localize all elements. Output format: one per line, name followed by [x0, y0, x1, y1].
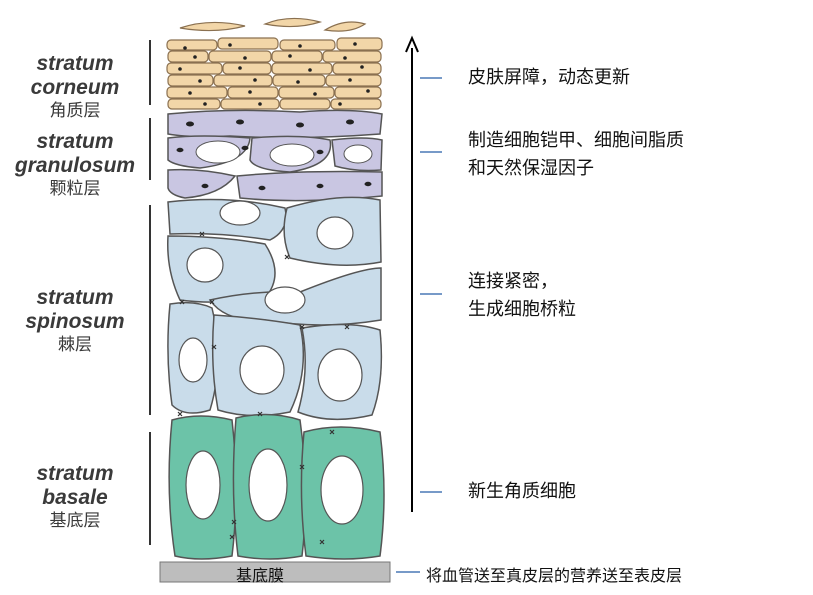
desc-granulosum-line1: 制造细胞铠甲、细胞间脂质	[468, 130, 684, 151]
basement-membrane	[159, 561, 391, 583]
desc-spinosum-line2: 生成细胞桥粒	[468, 299, 576, 320]
corneum-cells	[166, 17, 383, 110]
basement-membrane-desc: 将血管送至真皮层的营养送至表皮层	[426, 566, 683, 585]
spinosum-nuclei	[178, 200, 363, 402]
desc-granulosum: 制造细胞铠甲、细胞间脂质 和天然保湿因子	[468, 127, 684, 183]
label-corneum: stratum corneum 角质层	[0, 52, 150, 122]
connector-lines	[396, 77, 442, 573]
basement-membrane-label: 基底膜	[236, 566, 285, 585]
label-spinosum: stratum spinosum 棘层	[0, 286, 150, 356]
desc-basale: 新生角质细胞	[468, 478, 576, 506]
label-basale-latin2: basale	[42, 486, 108, 509]
desc-basale-line1: 新生角质细胞	[468, 481, 576, 502]
desc-corneum-line1: 皮肤屏障，动态更新	[468, 67, 630, 88]
label-corneum-cn: 角质层	[49, 101, 101, 121]
label-spinosum-latin1: stratum	[36, 286, 114, 309]
corneum-dots	[178, 42, 370, 106]
label-granulosum-latin1: stratum	[36, 130, 114, 153]
label-granulosum-latin2: granulosum	[14, 154, 136, 177]
label-corneum-latin2: corneum	[30, 76, 120, 99]
label-spinosum-cn: 棘层	[58, 335, 92, 355]
desc-corneum: 皮肤屏障，动态更新	[468, 64, 630, 92]
desc-granulosum-line2: 和天然保湿因子	[468, 158, 594, 179]
label-granulosum-cn: 颗粒层	[49, 179, 101, 199]
label-basale: stratum basale 基底层	[0, 462, 150, 532]
desmosomes	[177, 231, 350, 545]
desc-spinosum: 连接紧密， 生成细胞桥粒	[468, 268, 576, 324]
renewal-arrow	[405, 35, 419, 512]
label-corneum-latin1: stratum	[36, 52, 114, 75]
basale-nuclei	[185, 448, 364, 525]
label-granulosum: stratum granulosum 颗粒层	[0, 130, 150, 200]
granulosum-granules	[176, 119, 372, 191]
label-basale-latin1: stratum	[36, 462, 114, 485]
label-basale-cn: 基底层	[49, 511, 101, 531]
label-spinosum-latin2: spinosum	[25, 310, 125, 333]
desc-spinosum-line1: 连接紧密，	[468, 271, 558, 292]
granulosum-nuclei	[195, 140, 373, 167]
